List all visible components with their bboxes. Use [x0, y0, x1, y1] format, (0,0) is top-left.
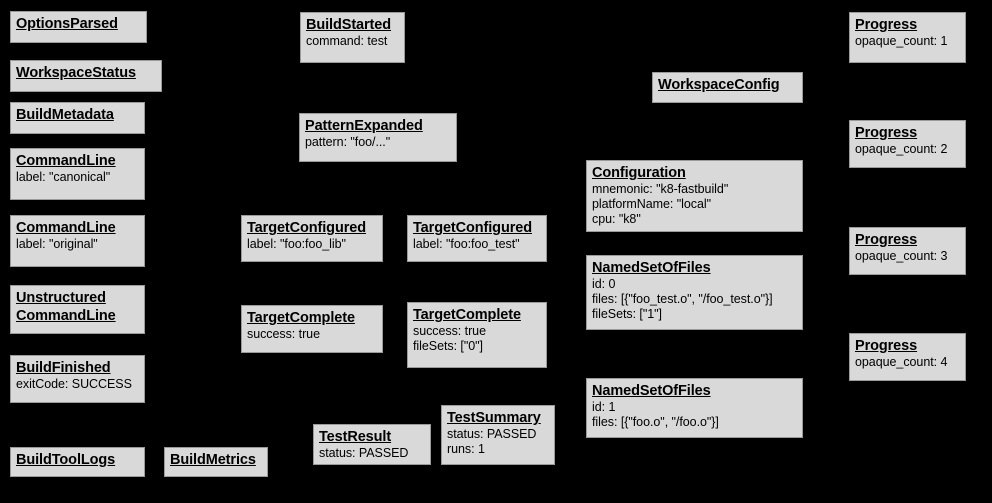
node-title-row: Configuration	[592, 164, 797, 182]
node-title: BuildFinished	[16, 360, 111, 376]
node-title-row: WorkspaceStatus	[16, 64, 156, 82]
node-fields: label: "original"	[16, 237, 98, 251]
node-title: OptionsParsed	[16, 16, 118, 32]
node-fields: command: test	[306, 34, 388, 48]
node-workspace-config[interactable]: WorkspaceConfig	[652, 72, 803, 103]
node-title-row: TargetComplete	[413, 306, 541, 324]
node-fields: opaque_count: 4	[855, 355, 948, 369]
node-workspace-status[interactable]: WorkspaceStatus	[10, 60, 162, 92]
node-title: BuildMetrics	[170, 452, 256, 468]
node-fields: opaque_count: 3	[855, 249, 948, 263]
node-title: CommandLine	[16, 220, 116, 236]
node-title: Progress	[855, 232, 918, 248]
node-fields: opaque_count: 1	[855, 34, 948, 48]
node-title: Progress	[855, 125, 918, 141]
node-title-row: BuildToolLogs	[16, 451, 139, 469]
node-fields: success: true	[247, 327, 320, 341]
node-fields: label: "canonical"	[16, 170, 111, 184]
node-title-row: Progress	[855, 337, 960, 355]
node-fields: opaque_count: 2	[855, 142, 948, 156]
node-title-row: WorkspaceConfig	[658, 76, 797, 94]
node-fields: id: 1 files: [{"foo.o", "/foo.o"}]	[592, 400, 719, 429]
node-title-row: TargetConfigured	[413, 219, 541, 237]
node-title: BuildToolLogs	[16, 452, 116, 468]
node-title-row: TargetComplete	[247, 309, 377, 327]
node-options-parsed[interactable]: OptionsParsed	[10, 11, 147, 43]
node-fields: success: true fileSets: ["0"]	[413, 324, 486, 353]
node-title-row: BuildStarted	[306, 16, 399, 34]
node-title: TargetComplete	[413, 307, 521, 323]
node-unstructured-command-line[interactable]: Unstructured CommandLine	[10, 285, 145, 334]
node-title: WorkspaceStatus	[16, 65, 136, 81]
node-title-row: Unstructured CommandLine	[16, 289, 139, 325]
node-title: TargetConfigured	[247, 220, 366, 236]
node-fields: pattern: "foo/..."	[305, 135, 391, 149]
node-title: NamedSetOfFiles	[592, 260, 711, 276]
node-title-row: TestResult	[319, 428, 425, 446]
node-fields: status: PASSED runs: 1	[447, 427, 537, 456]
node-title: TargetComplete	[247, 310, 355, 326]
node-title-row: NamedSetOfFiles	[592, 259, 797, 277]
node-fields: id: 0 files: [{"foo_test.o", "/foo_test.…	[592, 277, 773, 321]
node-title-row: Progress	[855, 231, 960, 249]
node-title-row: CommandLine	[16, 219, 139, 237]
node-title: Configuration	[592, 165, 686, 181]
node-title-row: BuildFinished	[16, 359, 139, 377]
node-fields: status: PASSED	[319, 446, 409, 460]
node-title: BuildStarted	[306, 17, 392, 33]
node-fields: mnemonic: "k8-fastbuild" platformName: "…	[592, 182, 729, 226]
node-title: TestSummary	[447, 410, 541, 426]
node-title-row: CommandLine	[16, 152, 139, 170]
node-title: TargetConfigured	[413, 220, 532, 236]
node-title: TestResult	[319, 429, 392, 445]
node-build-metadata[interactable]: BuildMetadata	[10, 102, 145, 134]
node-title: BuildMetadata	[16, 107, 114, 123]
node-title: Unstructured CommandLine	[16, 290, 116, 324]
node-title-row: OptionsParsed	[16, 15, 141, 33]
node-title: Progress	[855, 17, 918, 33]
node-title-row: TestSummary	[447, 409, 549, 427]
node-title-row: TargetConfigured	[247, 219, 377, 237]
node-fields: label: "foo:foo_test"	[413, 237, 520, 251]
node-title: WorkspaceConfig	[658, 77, 780, 93]
node-fields: label: "foo:foo_lib"	[247, 237, 346, 251]
node-title-row: Progress	[855, 16, 960, 34]
node-title-row: PatternExpanded	[305, 117, 451, 135]
node-title-row: BuildMetadata	[16, 106, 139, 124]
node-title-row: Progress	[855, 124, 960, 142]
node-title-row: NamedSetOfFiles	[592, 382, 797, 400]
node-title: PatternExpanded	[305, 118, 423, 134]
node-title: NamedSetOfFiles	[592, 383, 711, 399]
node-build-metrics[interactable]: BuildMetrics	[164, 447, 268, 477]
node-fields: exitCode: SUCCESS	[16, 377, 132, 391]
node-build-tool-logs[interactable]: BuildToolLogs	[10, 447, 145, 477]
node-title: Progress	[855, 338, 918, 354]
node-title-row: BuildMetrics	[170, 451, 262, 469]
node-title: CommandLine	[16, 153, 116, 169]
